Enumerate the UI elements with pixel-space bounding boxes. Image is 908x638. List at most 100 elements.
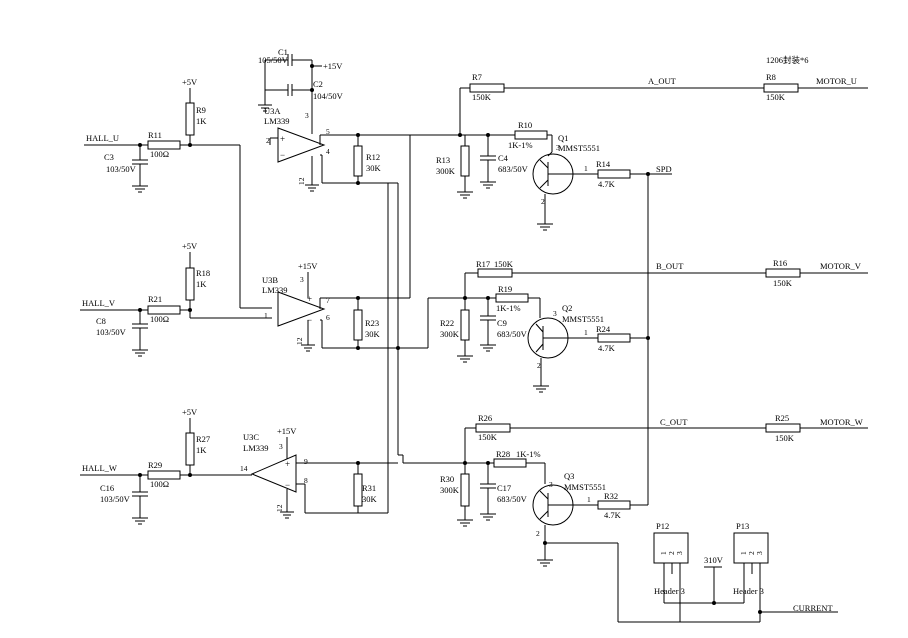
r27-value: 1K <box>196 445 207 455</box>
r17-value: 150K <box>494 259 514 269</box>
c2-ref: C2 <box>313 79 323 89</box>
u3b-pin-gnd: 12 <box>295 337 304 345</box>
q2-pin-b: 1 <box>584 328 588 337</box>
u3a-comparator: + − U3A LM339 2 4 5 3 12 <box>264 106 330 192</box>
r19-value: 1K-1% <box>496 303 521 313</box>
r16 <box>765 268 801 278</box>
r28 <box>493 458 527 468</box>
r9 <box>185 102 195 136</box>
r22-ref: R22 <box>440 318 454 328</box>
r13-ref: R13 <box>436 155 450 165</box>
r27-supply: +5V <box>182 407 198 417</box>
p13-ref: P13 <box>736 521 749 531</box>
u3b-minus-sign: − <box>307 315 312 325</box>
p13-pin-1: 1 <box>739 551 748 555</box>
c-out-label: C_OUT <box>660 417 688 427</box>
u3b-pin-vcc: 3 <box>300 275 304 284</box>
headers: P12 1 2 3 Header 3 P13 1 2 3 Header 3 31… <box>617 521 838 623</box>
q2-part: MMST5551 <box>562 314 604 324</box>
r25 <box>765 423 801 433</box>
q3-pin-e: 2 <box>536 529 540 538</box>
r7 <box>469 83 505 93</box>
r30 <box>460 473 470 507</box>
hall-v-input: HALL_V R21 100Ω C8 103/50V +5V R18 1K <box>80 241 272 357</box>
r9-value: 1K <box>196 116 207 126</box>
r7-ref: R7 <box>472 72 482 82</box>
u3a-output-net: R12 30K <box>269 133 460 455</box>
u3c-minus-sign: − <box>285 480 290 490</box>
r30-ref: R30 <box>440 474 454 484</box>
r14-ref: R14 <box>596 159 611 169</box>
c8-value: 103/50V <box>96 327 127 337</box>
r23-ref: R23 <box>365 318 379 328</box>
r22 <box>460 309 470 341</box>
c9-ref: C9 <box>497 318 507 328</box>
b-out-label: B_OUT <box>656 261 684 271</box>
r29 <box>147 470 181 480</box>
r27 <box>185 432 195 466</box>
c3-ref: C3 <box>104 152 114 162</box>
motor-u-label: MOTOR_U <box>816 76 857 86</box>
r18-value: 1K <box>196 279 207 289</box>
c1-supply-label: +15V <box>323 61 343 71</box>
r13-value: 300K <box>436 166 456 176</box>
r24 <box>597 333 631 343</box>
r16-value: 150K <box>773 278 793 288</box>
r12 <box>353 145 363 177</box>
q3-stage: R26 150K C_OUT R25 150K MOTOR_W R30 300K… <box>440 413 868 567</box>
r30-value: 300K <box>440 485 460 495</box>
u3a-minus-sign: − <box>280 150 285 160</box>
u3a-plus-sign: + <box>280 134 285 144</box>
r23 <box>353 309 363 341</box>
c1-ref: C1 <box>278 47 288 57</box>
r8-value: 150K <box>766 92 786 102</box>
r23-value: 30K <box>365 329 381 339</box>
u3b-pin-in-plus: 1 <box>264 311 268 320</box>
r18 <box>185 267 195 301</box>
c8-ref: C8 <box>96 316 106 326</box>
c4-ref: C4 <box>498 153 509 163</box>
p12-pin-1: 1 <box>659 551 668 555</box>
c3-value: 103/50V <box>106 164 137 174</box>
u3c-output-net: R31 30K <box>296 183 465 514</box>
decoupling-caps: C1 105/50V +15V C2 104/50V <box>258 47 344 118</box>
q2-stage: R17 150K B_OUT R16 150K MOTOR_V R22 300K… <box>440 258 868 393</box>
spd-label: SPD <box>656 164 672 174</box>
r26-ref: R26 <box>478 413 492 423</box>
r12-value: 30K <box>366 163 382 173</box>
r13 <box>460 145 470 177</box>
r19 <box>495 293 529 303</box>
u3b-pin-out: 7 <box>326 296 330 305</box>
p13-name: Header 3 <box>733 586 764 596</box>
r27-ref: R27 <box>196 434 210 444</box>
u3c-pin-vcc: 3 <box>279 442 283 451</box>
u3c-ref: U3C <box>243 432 259 442</box>
r7-value: 150K <box>472 92 492 102</box>
p12-body <box>653 532 689 564</box>
u3c-pin-in-minus: 8 <box>304 476 308 485</box>
r29-value: 100Ω <box>150 479 169 489</box>
p13-body <box>733 532 769 564</box>
p12-pin-2: 2 <box>667 551 676 555</box>
hall-w-input: HALL_W R29 100Ω C16 103/50V +5V R27 1K <box>80 407 252 525</box>
q3-pin-c: 3 <box>549 480 553 489</box>
r14-value: 4.7K <box>598 179 616 189</box>
u3b-pin-in-minus: 6 <box>326 313 330 322</box>
u3c-comparator: + − U3C LM339 14 8 9 3 12 +15V <box>240 426 308 519</box>
q1-pin-e: 2 <box>541 197 545 206</box>
q1-part: MMST5551 <box>558 143 600 153</box>
q3-pin-b: 1 <box>587 495 591 504</box>
r10-value: 1K-1% <box>508 140 533 150</box>
r10 <box>514 130 548 140</box>
r11-value: 100Ω <box>150 149 169 159</box>
r31-value: 30K <box>362 494 378 504</box>
r26 <box>475 423 511 433</box>
hall-v-label: HALL_V <box>82 298 116 308</box>
u3b-part: LM339 <box>262 285 288 295</box>
r21-value: 100Ω <box>150 314 169 324</box>
c4-value: 683/50V <box>498 164 529 174</box>
q2-ref: Q2 <box>562 303 572 313</box>
r11-ref: R11 <box>148 130 162 140</box>
u3a-part: LM339 <box>264 116 290 126</box>
q3-part: MMST5551 <box>564 482 606 492</box>
